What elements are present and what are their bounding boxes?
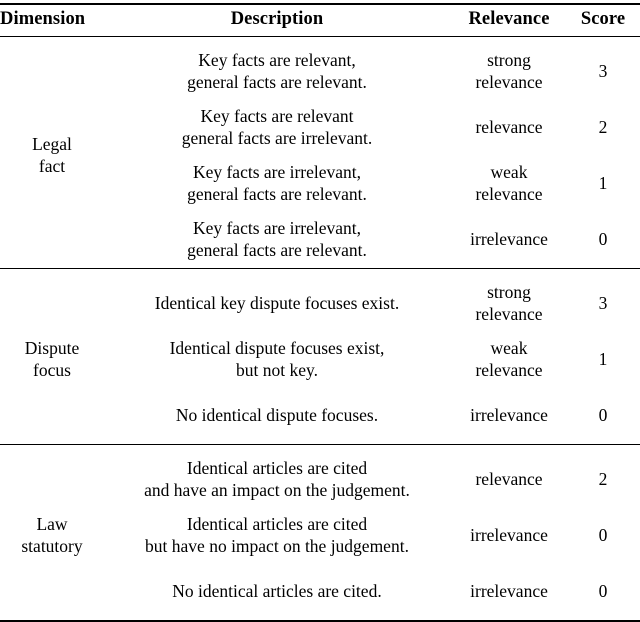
relevance-cell: irrelevance	[470, 229, 548, 250]
header-rule-spacer	[0, 37, 640, 45]
relevance-cell: relevance	[475, 117, 543, 138]
score-cell: 0	[598, 581, 608, 602]
score-cell: 3	[598, 293, 608, 314]
description-cell: No identical dispute focuses.	[175, 405, 379, 426]
description-cell: Key facts are relevant, general facts ar…	[187, 50, 367, 92]
description-cell: Identical articles are cited and have an…	[144, 458, 410, 500]
table-row: Identical dispute focuses exist, but not…	[0, 332, 640, 388]
relevance-cell: weak relevance	[475, 338, 543, 380]
column-header-score: Score	[580, 9, 626, 29]
relevance-cell: irrelevance	[470, 525, 548, 546]
table-body: Legal fact Key facts are relevant, gener…	[0, 36, 640, 620]
description-cell: Identical key dispute focuses exist.	[154, 293, 400, 314]
table-row: Law statutory Identical articles are cit…	[0, 452, 640, 556]
table-row: Key facts are irrelevant, general facts …	[0, 212, 640, 268]
column-header-relevance: Relevance	[468, 9, 550, 29]
section-divider-rule	[0, 444, 640, 445]
section-divider-rule	[0, 268, 640, 269]
relevance-cell: relevance	[475, 469, 543, 490]
description-cell: Key facts are irrelevant, general facts …	[187, 162, 367, 204]
column-header-dimension: Dimension	[0, 9, 86, 29]
table-row: Legal fact Key facts are relevant, gener…	[0, 44, 640, 176]
column-header-description: Description	[230, 9, 324, 29]
dimension-label-law-statutory: Law statutory	[21, 514, 83, 556]
relevance-rubric-table-container: Dimension Description Relevance Score Le…	[0, 3, 640, 622]
score-cell: 1	[598, 173, 608, 194]
table-header: Dimension Description Relevance Score	[0, 5, 640, 36]
description-cell: Identical dispute focuses exist, but not…	[169, 338, 385, 380]
description-cell: Key facts are irrelevant, general facts …	[187, 218, 367, 260]
score-cell: 2	[598, 469, 608, 490]
relevance-rubric-table: Dimension Description Relevance Score Le…	[0, 5, 640, 620]
relevance-cell: weak relevance	[475, 162, 543, 204]
section-divider-spacer	[0, 445, 640, 453]
table-row: No identical dispute focuses. irrelevanc…	[0, 388, 640, 444]
description-cell: Identical articles are cited but have no…	[145, 514, 409, 556]
dimension-label-legal-fact: Legal fact	[32, 134, 72, 176]
relevance-cell: irrelevance	[470, 405, 548, 426]
table-header-row: Dimension Description Relevance Score	[0, 5, 640, 36]
description-cell: Key facts are relevant general facts are…	[181, 106, 373, 148]
relevance-cell: irrelevance	[470, 581, 548, 602]
header-rule	[0, 36, 640, 37]
table-top-rule	[0, 3, 640, 5]
relevance-cell: strong relevance	[475, 282, 543, 324]
section-divider-spacer	[0, 269, 640, 277]
table-row: Dispute focus Identical key dispute focu…	[0, 276, 640, 380]
score-cell: 3	[598, 61, 608, 82]
table-row: Key facts are irrelevant, general facts …	[0, 156, 640, 212]
relevance-cell: strong relevance	[475, 50, 543, 92]
table-row: Key facts are relevant general facts are…	[0, 100, 640, 156]
score-cell: 2	[598, 117, 608, 138]
dimension-label-dispute-focus: Dispute focus	[24, 338, 80, 380]
score-cell: 0	[598, 405, 608, 426]
score-cell: 0	[598, 229, 608, 250]
description-cell: No identical articles are cited.	[172, 581, 382, 602]
score-cell: 1	[598, 349, 608, 370]
score-cell: 0	[598, 525, 608, 546]
